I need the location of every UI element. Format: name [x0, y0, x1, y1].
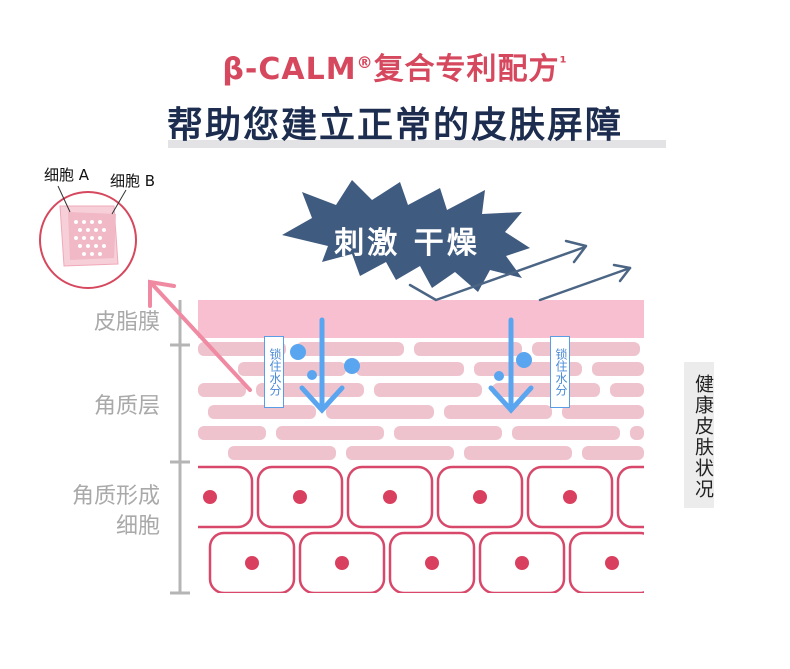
keratinocytes-label-line1: 角质形成 [40, 482, 160, 512]
cell-nucleus [425, 556, 439, 570]
keratinocyte-cell [660, 533, 744, 593]
sebum-film-layer [198, 300, 644, 338]
cell-nucleus [383, 490, 397, 504]
lock-moisture-tag-right: 锁住水分 [550, 336, 570, 408]
corneocyte-brick [610, 383, 644, 397]
cell-nucleus [245, 556, 259, 570]
sebum-film-label: 皮脂膜 [40, 308, 160, 338]
keratinocyte-cells [168, 467, 744, 593]
corneocyte-brick [346, 446, 454, 460]
cell-nucleus [335, 556, 349, 570]
corneocyte-brick [238, 362, 346, 376]
corneocyte-brick [464, 446, 572, 460]
keratinocytes-label-line2: 细胞 [40, 512, 160, 542]
stratum-corneum-label: 角质层 [40, 392, 160, 422]
layer-bracket [170, 300, 190, 593]
cell-nucleus [605, 556, 619, 570]
corneocyte-brick [228, 446, 336, 460]
cell-nucleus [203, 490, 217, 504]
cell-nucleus [293, 490, 307, 504]
cell-a-label: 细胞 A [44, 164, 89, 185]
magnified-inset [40, 186, 136, 288]
corneocyte-brick [562, 405, 644, 419]
corneocyte-brick [326, 405, 434, 419]
corneocyte-brick [492, 383, 600, 397]
cell-nucleus [653, 490, 667, 504]
corneocyte-brick [374, 383, 482, 397]
corneocyte-brick [276, 426, 384, 440]
lock-moisture-tag-left: 锁住水分 [264, 336, 284, 408]
corneocyte-brick [582, 446, 644, 460]
corneocyte-brick [414, 342, 522, 356]
cell-nucleus [695, 556, 709, 570]
corneocyte-brick [394, 426, 502, 440]
corneocyte-brick [592, 362, 644, 376]
corneocyte-brick [444, 405, 552, 419]
cell-nucleus [473, 490, 487, 504]
corneocyte-brick [198, 426, 266, 440]
corneocyte-brick [356, 362, 464, 376]
corneocyte-brick [512, 426, 620, 440]
cell-nucleus [563, 490, 577, 504]
stressors-label: 刺激 干燥 [322, 218, 492, 262]
corneocyte-brick [198, 383, 246, 397]
healthy-skin-status: 健康皮肤状况 [684, 362, 714, 508]
corneocyte-brick [630, 426, 644, 440]
corneocyte-brick [532, 342, 640, 356]
corneocyte-brick [296, 342, 404, 356]
cell-b-label: 细胞 B [110, 170, 155, 191]
cell-nucleus [515, 556, 529, 570]
corneocyte-brick [208, 405, 316, 419]
